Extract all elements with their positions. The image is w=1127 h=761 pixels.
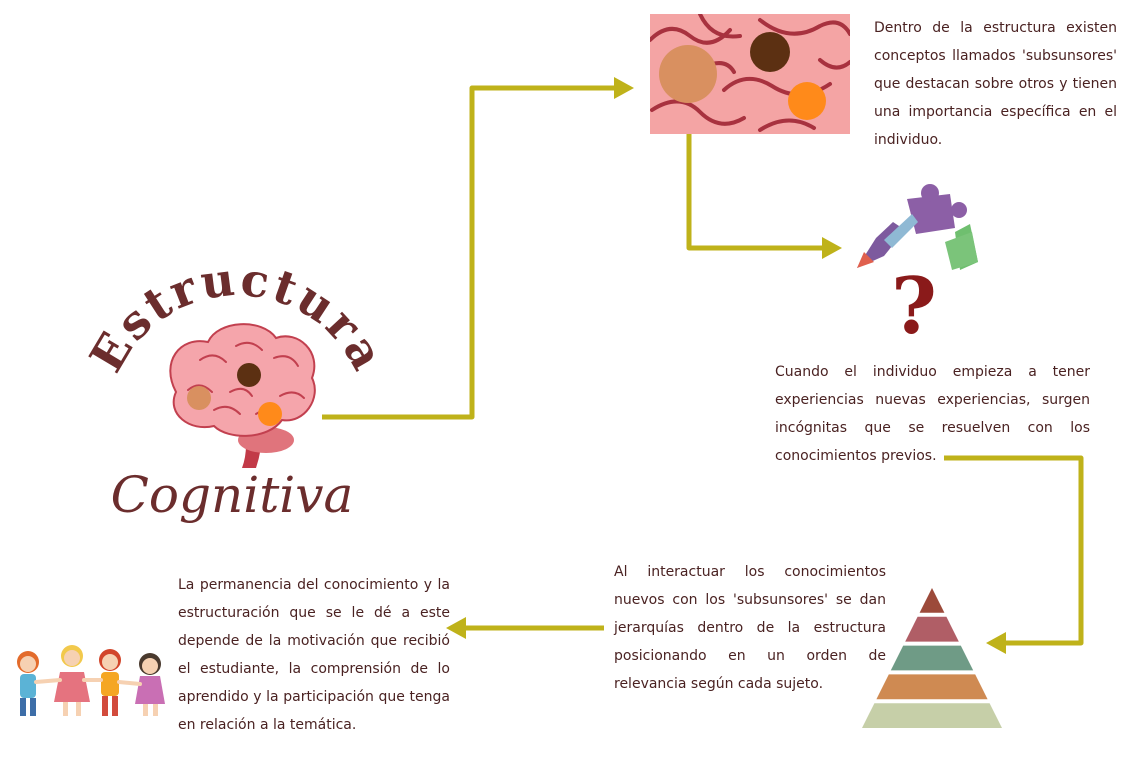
pyramid-tier-4 — [876, 674, 988, 700]
brain-texture-icon — [650, 14, 850, 134]
brain-illustration — [169, 323, 316, 468]
pyramid-tier-1 — [919, 588, 945, 613]
question-mark-icon: ? — [891, 261, 937, 352]
pyramid-tier-3 — [890, 645, 974, 671]
pyramid-tier-5 — [862, 703, 1002, 728]
paragraph-experiencias: Cuando el individuo empieza a tener expe… — [775, 364, 1090, 464]
connector-arrows — [322, 77, 1084, 654]
title-cognitiva: Cognitiva — [111, 466, 354, 524]
arrow-brain-to-texture — [322, 85, 617, 420]
pyramid-tier-2 — [905, 616, 959, 642]
pyramid-icon — [862, 588, 1002, 728]
arrowhead-3 — [986, 632, 1006, 654]
children-illustration — [17, 645, 165, 716]
paragraph-permanencia: La permanencia del conocimiento y la est… — [178, 577, 450, 733]
arrow-texture-to-puzzle — [686, 132, 824, 251]
puzzle-brush-icon — [857, 184, 978, 270]
paragraph-subsunsores: Dentro de la estructura existen concepto… — [874, 20, 1117, 148]
arrowhead-4 — [446, 617, 466, 639]
arrowhead-1 — [614, 77, 634, 99]
arrow-text-to-pyramid — [944, 455, 1084, 646]
paragraph-jerarquias: Al interactuar los conocimientos nuevos … — [614, 564, 886, 692]
arrowhead-2 — [822, 237, 842, 259]
